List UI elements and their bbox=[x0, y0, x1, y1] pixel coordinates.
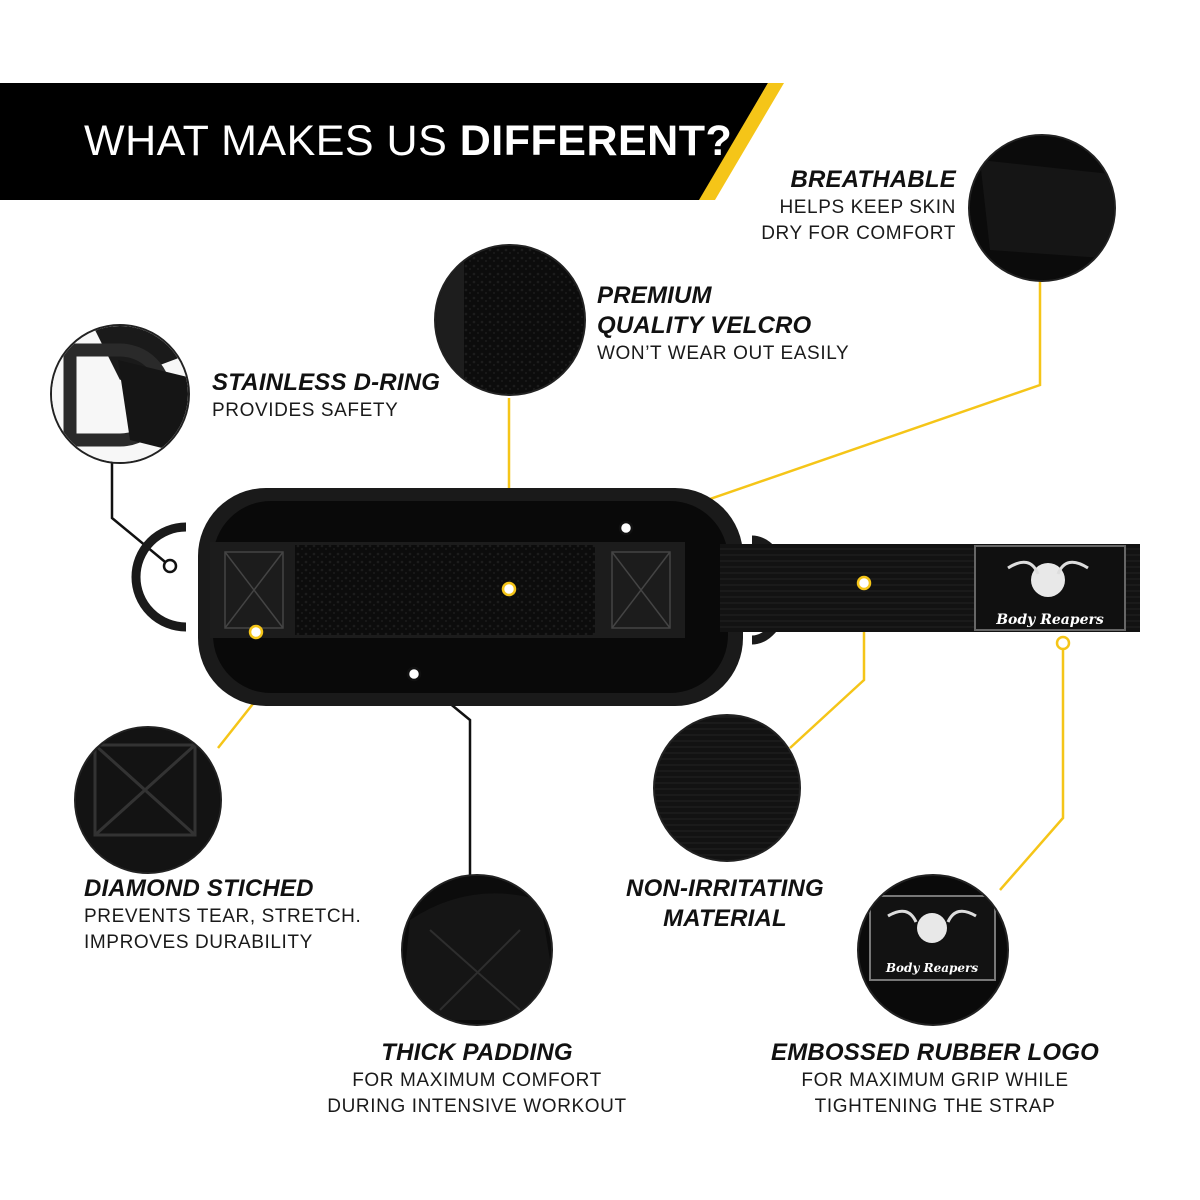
feature-desc-line: PREVENTS TEAR, STRETCH. bbox=[84, 906, 362, 927]
feature-d-ring: STAINLESS D-RING PROVIDES SAFETY bbox=[212, 368, 440, 424]
patch-brand-text: Body Reapers bbox=[995, 612, 1104, 628]
feature-title: MATERIAL bbox=[663, 905, 787, 932]
feature-title: EMBOSSED RUBBER LOGO bbox=[770, 1039, 1100, 1066]
feature-title: BREATHABLE bbox=[790, 166, 956, 193]
page-title: WHAT MAKES US DIFFERENT? bbox=[84, 116, 732, 166]
feature-diamond-stitched: DIAMOND STICHED PREVENTS TEAR, STRETCH. … bbox=[84, 874, 361, 956]
velcro-detail-circle bbox=[434, 244, 586, 396]
title-bold: DIFFERENT? bbox=[459, 117, 733, 165]
feature-title: DIAMOND STICHED bbox=[84, 875, 314, 902]
title-light: WHAT MAKES US bbox=[84, 117, 460, 165]
feature-non-irritating: NON-IRRITATING MATERIAL bbox=[600, 874, 850, 934]
feature-embossed-logo: EMBOSSED RUBBER LOGO FOR MAXIMUM GRIP WH… bbox=[760, 1038, 1110, 1120]
feature-title: STAINLESS D-RING bbox=[212, 369, 441, 396]
diamond-stitch-detail-circle bbox=[74, 726, 222, 874]
logo-detail-brand-text: Body Reapers bbox=[885, 961, 978, 975]
feature-title: PREMIUM bbox=[597, 282, 712, 309]
feature-breathable: BREATHABLE HELPS KEEP SKIN DRY FOR COMFO… bbox=[740, 165, 956, 247]
feature-desc-line: TIGHTENING THE STRAP bbox=[814, 1096, 1056, 1117]
feature-desc-line: FOR MAXIMUM COMFORT bbox=[352, 1070, 602, 1091]
ankle-strap: Body Reapers bbox=[131, 488, 1140, 706]
feature-desc-line: DURING INTENSIVE WORKOUT bbox=[327, 1096, 627, 1117]
feature-desc-line: PROVIDES SAFETY bbox=[212, 400, 399, 421]
feature-title: QUALITY VELCRO bbox=[597, 312, 812, 339]
feature-desc-line: HELPS KEEP SKIN bbox=[779, 197, 956, 218]
feature-thick-padding: THICK PADDING FOR MAXIMUM COMFORT DURING… bbox=[310, 1038, 644, 1120]
padding-detail-circle bbox=[401, 874, 553, 1026]
logo-detail-circle: Body Reapers bbox=[857, 874, 1009, 1026]
feature-desc-line: FOR MAXIMUM GRIP WHILE bbox=[801, 1070, 1069, 1091]
header-banner bbox=[0, 83, 784, 200]
feature-title: NON-IRRITATING bbox=[626, 875, 824, 902]
material-detail-circle bbox=[653, 714, 801, 862]
breathable-detail-circle bbox=[968, 134, 1116, 282]
feature-desc-line: DRY FOR COMFORT bbox=[761, 223, 956, 244]
d-ring-detail-circle bbox=[50, 324, 190, 464]
feature-desc-line: WON’T WEAR OUT EASILY bbox=[597, 343, 850, 364]
feature-velcro: PREMIUM QUALITY VELCRO WON’T WEAR OUT EA… bbox=[597, 281, 849, 367]
feature-title: THICK PADDING bbox=[381, 1039, 573, 1066]
feature-desc-line: IMPROVES DURABILITY bbox=[84, 932, 313, 953]
